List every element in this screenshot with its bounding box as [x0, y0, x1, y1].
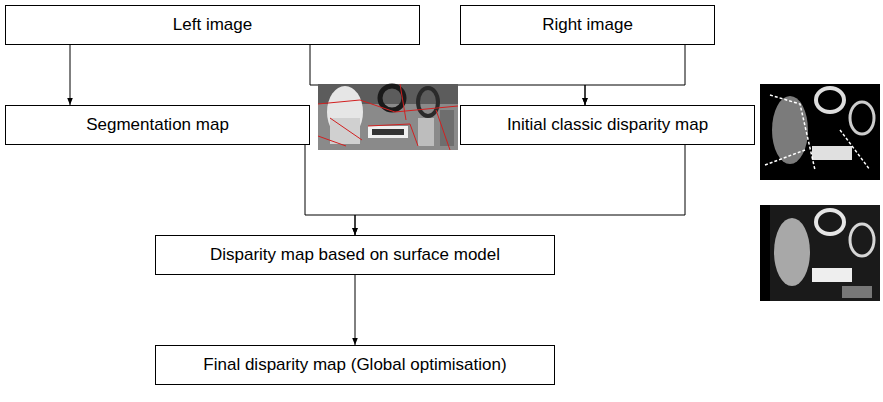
initial-disparity-thumbnail	[760, 84, 880, 180]
box-label: Disparity map based on surface model	[210, 245, 500, 265]
segmentation-thumbnail	[318, 84, 458, 150]
flow-arrow	[355, 275, 356, 345]
box-label: Segmentation map	[86, 115, 229, 135]
process-box: Final disparity map (Global optimisation…	[155, 345, 555, 385]
process-box: Right image	[460, 5, 715, 45]
process-box: Segmentation map	[5, 105, 310, 145]
box-label: Initial classic disparity map	[507, 115, 708, 135]
box-label: Final disparity map (Global optimisation…	[203, 355, 506, 375]
process-box: Initial classic disparity map	[460, 105, 755, 145]
box-label: Left image	[173, 15, 252, 35]
flow-arrow	[585, 45, 685, 105]
flow-arrow	[70, 45, 71, 105]
box-label: Right image	[542, 15, 633, 35]
flow-arrow	[355, 145, 685, 235]
process-box: Left image	[5, 5, 420, 45]
process-box: Disparity map based on surface model	[155, 235, 555, 275]
flow-arrow	[305, 145, 355, 235]
surface-disparity-thumbnail	[760, 205, 880, 301]
